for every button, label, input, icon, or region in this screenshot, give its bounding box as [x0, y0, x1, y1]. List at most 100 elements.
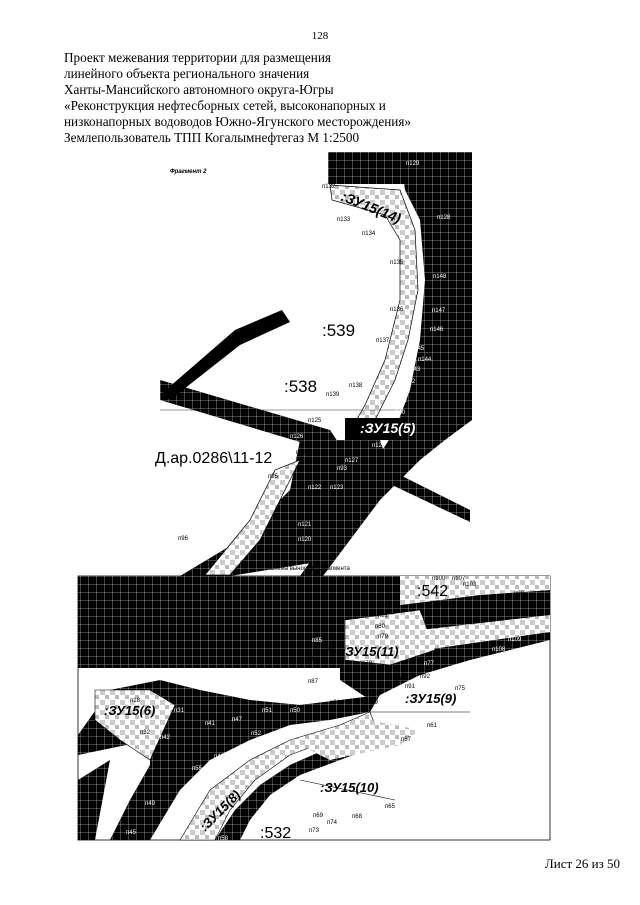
point-label: п54 — [196, 778, 207, 784]
point-label: п144 — [418, 357, 432, 363]
point-label: п76 — [442, 673, 453, 679]
point-label: п146 — [430, 327, 444, 333]
point-label: п107 — [487, 666, 501, 672]
point-label: п79 — [378, 634, 389, 640]
parcel-label: :ЗУ15(5) — [360, 420, 416, 436]
point-label: п90 — [393, 677, 404, 683]
point-label: п52 — [251, 731, 262, 737]
point-label: п40 — [286, 688, 297, 694]
point-label: п131 — [332, 164, 346, 170]
point-label: п47 — [232, 717, 243, 723]
point-label: п142 — [402, 379, 416, 385]
point-label: п108 — [492, 647, 506, 653]
point-label: п64 — [330, 700, 341, 706]
point-label: п73 — [309, 828, 320, 834]
point-label: п85 — [312, 638, 323, 644]
point-label: п138 — [349, 383, 363, 389]
point-label: п82 — [438, 684, 449, 690]
upper-fragment: Фрагмент 2 :ЗУ15(14) :539 :538 Д.ар.0286… — [155, 152, 472, 580]
point-label: п87 — [308, 679, 319, 685]
point-label: п134 — [362, 231, 376, 237]
point-label: п84 — [326, 646, 337, 652]
point-label: п126 — [290, 434, 304, 440]
document-header: Проект межевания территории для размещен… — [64, 50, 534, 146]
point-label: п127 — [345, 458, 359, 464]
point-label: п58 — [218, 836, 229, 842]
point-label: п100 — [432, 576, 446, 582]
parcel-label: :ЗУ15(11) — [341, 644, 399, 659]
cadastral-map: Фрагмент 2 :ЗУ15(14) :539 :538 Д.ар.0286… — [77, 152, 551, 842]
point-label: п125 — [308, 418, 322, 424]
point-label: п99 — [514, 591, 525, 597]
quarter-label: Д.ар.0286\11-12 — [155, 450, 272, 467]
point-label: п78 — [362, 661, 373, 667]
point-label: п137 — [376, 338, 390, 344]
point-label: п39 — [233, 754, 244, 760]
point-label: п80 — [375, 624, 386, 630]
page-number: 128 — [311, 30, 329, 42]
point-label: п91 — [405, 684, 416, 690]
point-label: п67 — [401, 737, 412, 743]
point-label: п145 — [411, 346, 425, 352]
point-label: п106 — [490, 675, 504, 681]
point-label: п143 — [407, 367, 421, 373]
inset-label: Схема выноски с фрагмента — [270, 566, 350, 572]
point-label: п65 — [385, 804, 396, 810]
sheet-number: Лист 26 из 50 — [544, 856, 620, 871]
point-label: п104 — [438, 602, 452, 608]
point-label: п92 — [420, 674, 431, 680]
point-label: п53 — [217, 766, 228, 772]
point-label: п89 — [368, 700, 379, 706]
point-label: п48 — [248, 742, 259, 748]
point-label: п109 — [508, 637, 522, 643]
point-label: п46 — [214, 754, 225, 760]
point-label: п74 — [327, 820, 338, 826]
quarter-label: :538 — [284, 377, 317, 396]
point-label: п123 — [330, 485, 344, 491]
point-label: п124 — [372, 443, 386, 449]
point-label: п128 — [437, 215, 451, 221]
header-line: линейного объекта регионального значения — [64, 66, 310, 81]
point-label: п102 — [424, 602, 438, 608]
point-label: п129 — [406, 161, 420, 167]
point-label: п51 — [262, 708, 273, 714]
point-label: п105 — [436, 622, 450, 628]
point-label: п45 — [126, 830, 137, 836]
parcel-label: :ЗУ15(6) — [104, 703, 155, 718]
point-label: п103 — [463, 582, 477, 588]
point-label: п19 — [80, 736, 91, 742]
parcel-label: :ЗУ15(9) — [405, 691, 456, 706]
header-line: низконапорных водоводов Южно-Ягунского м… — [64, 114, 412, 129]
point-label: п61 — [427, 723, 438, 729]
point-label: п86 — [303, 656, 314, 662]
quarter-label: :539 — [322, 321, 355, 340]
point-label: п66 — [315, 761, 326, 767]
point-label: п55 — [192, 766, 203, 772]
point-label: п120 — [298, 537, 312, 543]
point-label: п44 — [100, 826, 111, 832]
point-label: п135 — [390, 260, 404, 266]
point-label: п41 — [205, 721, 216, 727]
point-label: п94 — [296, 450, 307, 456]
point-label: п42 — [160, 735, 171, 741]
parcel-label: :ЗУ15(10) — [320, 780, 379, 795]
point-label: п68 — [352, 814, 363, 820]
point-label: п32 — [140, 730, 151, 736]
point-label: п133 — [337, 217, 351, 223]
point-label: п107 — [452, 576, 466, 582]
point-label: п81 — [378, 613, 389, 619]
point-label: п96 — [178, 536, 189, 542]
point-label: п147 — [432, 308, 446, 314]
quarter-label: :532 — [260, 825, 291, 842]
point-label: п122 — [308, 485, 322, 491]
quarter-label: :542 — [417, 583, 448, 600]
header-line: Проект межевания территории для размещен… — [64, 50, 331, 65]
point-label: п31 — [174, 708, 185, 714]
header-line: Ханты-Мансийского автономного округа-Югр… — [64, 82, 334, 97]
point-label: п49 — [145, 801, 156, 807]
point-label: п93 — [337, 466, 348, 472]
point-label: п132 — [322, 184, 336, 190]
point-label: п82 — [378, 603, 389, 609]
point-label: п75 — [455, 686, 466, 692]
point-label: п77 — [424, 661, 435, 667]
